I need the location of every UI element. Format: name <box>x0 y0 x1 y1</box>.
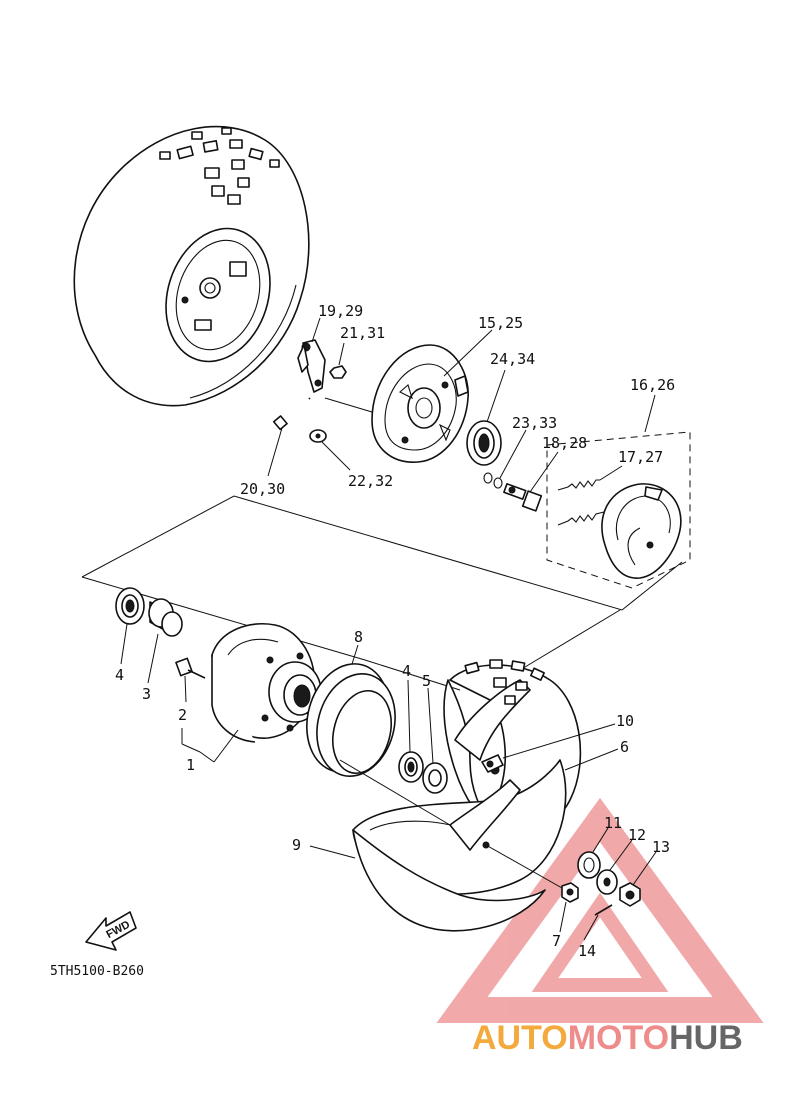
cotter-pin-14 <box>594 904 613 916</box>
collar-11 <box>577 851 601 879</box>
wheel-hub-1 <box>211 623 322 743</box>
diagram-code: 5TH5100-B260 <box>50 964 144 979</box>
callout-20-30: 20,30 <box>240 480 285 498</box>
watermark-part-hub: HUB <box>669 1019 743 1057</box>
callout-15-25: 15,25 <box>478 314 523 332</box>
callout-3: 3 <box>142 685 151 703</box>
callout-16-26: 16,26 <box>630 376 675 394</box>
callout-23-33: 23,33 <box>512 414 557 432</box>
axle-centerline <box>81 495 683 611</box>
axle-nut-7 <box>561 882 579 903</box>
callout-14: 14 <box>578 942 596 960</box>
watermark-part-moto: MOTO <box>568 1019 669 1057</box>
callout-13: 13 <box>652 838 670 856</box>
callout-18-28: 18,28 <box>542 434 587 452</box>
watermark <box>436 797 764 1023</box>
bearing-4-right <box>398 751 424 783</box>
callout-21-31: 21,31 <box>340 324 385 342</box>
callout-17-27: 17,27 <box>618 448 663 466</box>
callout-10: 10 <box>616 712 634 730</box>
valve-10 <box>481 754 504 773</box>
callout-12: 12 <box>628 826 646 844</box>
callout-5: 5 <box>422 672 431 690</box>
bearing-4-left <box>115 587 145 625</box>
seal-5 <box>422 762 448 794</box>
nut-21 <box>329 365 347 379</box>
fwd-arrow-icon: FWD <box>85 911 137 951</box>
collar-3 <box>148 598 183 637</box>
tire-tread <box>159 127 280 205</box>
callout-4-left: 4 <box>115 666 124 684</box>
callout-4-right: 4 <box>402 662 411 680</box>
spring-17 <box>557 479 605 526</box>
watermark-wordmark: AUTOMOTOHUB <box>472 1019 743 1057</box>
callout-labels: 19,29 21,31 15,25 24,34 16,26 23,33 18,2… <box>115 302 675 960</box>
callout-leaders <box>120 317 657 941</box>
callout-24-34: 24,34 <box>490 350 535 368</box>
brake-shoe-group-box <box>546 431 691 589</box>
callout-19-29: 19,29 <box>318 302 363 320</box>
tire-half-6-tread <box>464 659 545 705</box>
callout-2: 2 <box>178 706 187 724</box>
callout-22-32: 22,32 <box>348 472 393 490</box>
drum-ring-8 <box>306 663 396 777</box>
castle-nut-13 <box>619 882 641 907</box>
brake-shoe-plate <box>371 344 469 463</box>
brake-cam-lever <box>297 339 326 393</box>
washer-12 <box>596 869 618 895</box>
brake-cam-shaft-18 <box>503 483 543 512</box>
o-rings-23 <box>483 472 503 489</box>
hub-bolt-2 <box>175 657 206 679</box>
callout-11: 11 <box>604 814 622 832</box>
washer-22 <box>309 429 327 443</box>
callout-9: 9 <box>292 836 301 854</box>
callout-7: 7 <box>552 932 561 950</box>
bolt-20 <box>272 397 311 431</box>
oil-seal-24 <box>466 420 502 466</box>
watermark-part-auto: AUTO <box>472 1019 568 1057</box>
brake-shoe-16 <box>601 483 682 579</box>
callout-1: 1 <box>186 756 195 774</box>
tire-assembly-top <box>73 125 310 407</box>
callout-6: 6 <box>620 738 629 756</box>
watermark-triangle-logo <box>436 797 764 1023</box>
callout-8: 8 <box>354 628 363 646</box>
